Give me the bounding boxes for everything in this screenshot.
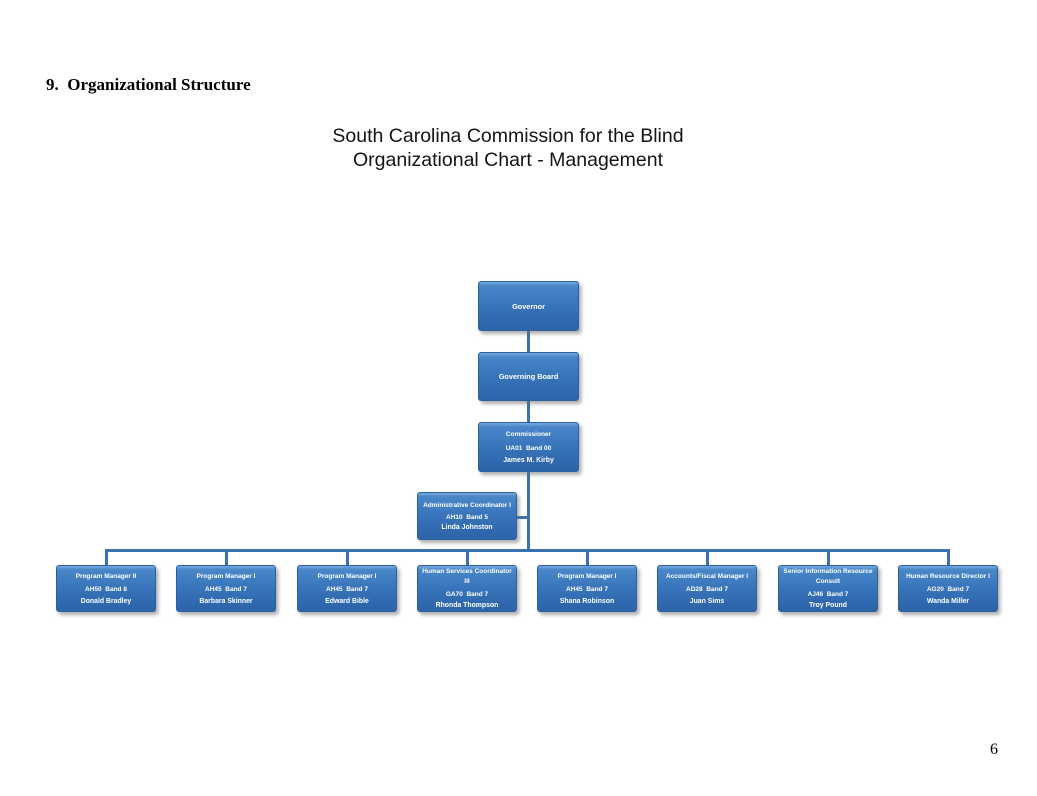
connector-board-commissioner (527, 400, 530, 423)
node-person-name: Barbara Skinner (199, 597, 253, 605)
connector-drop-1 (104, 551, 108, 565)
node-title: Accounts/Fiscal Manager I (666, 573, 748, 580)
node-title: Program Manager I (196, 573, 256, 580)
node-job-code: AJ46 Band 7 (807, 590, 849, 598)
node-person-name: Juan Sims (689, 597, 725, 605)
node-person-name: Linda Johnston (441, 524, 493, 531)
node-person-name: James M. Kirby (503, 457, 554, 464)
connector-horizontal-bus (105, 549, 950, 552)
section-heading: 9. Organizational Structure (46, 75, 251, 94)
node-job-code: AG20 Band 7 (926, 586, 970, 593)
node-report-accounts-fiscal-manager: Accounts/Fiscal Manager I AD28 Band 7 Ju… (657, 565, 757, 612)
node-report-human-services-coordinator: Human Services Coordinator III GA70 Band… (417, 565, 517, 612)
node-admin-coordinator: Administrative Coordinator I AH10 Band 5… (417, 492, 517, 540)
connector-governor-board (527, 330, 530, 353)
node-title: Governor (512, 301, 545, 311)
node-governing-board: Governing Board (478, 352, 579, 401)
connector-drop-4 (465, 551, 469, 565)
node-title: Senior Information Resource Consult (783, 568, 873, 585)
node-job-code: AH45 Band 7 (326, 586, 368, 593)
node-job-code: AD28 Band 7 (686, 586, 728, 593)
node-governor: Governor (478, 281, 579, 331)
node-report-human-resource-director: Human Resource Director I AG20 Band 7 Wa… (898, 565, 998, 612)
node-job-code: AH45 Band 7 (205, 586, 247, 593)
node-job-code: AH45 Band 7 (566, 586, 608, 593)
chart-title-line1: South Carolina Commission for the Blind (332, 125, 684, 147)
node-person-name: Shana Robinson (559, 597, 615, 605)
node-title: Program Manager I (317, 573, 377, 580)
node-job-code: GA70 Band 7 (445, 590, 489, 598)
node-title: Human Resource Director I (906, 573, 990, 580)
chart-title-line2: Organizational Chart - Management (353, 148, 663, 171)
node-title: Administrative Coordinator I (423, 501, 511, 509)
node-job-code: AH50 Band 8 (85, 586, 127, 593)
node-title: Program Manager II (75, 573, 137, 580)
node-title: Program Manager I (557, 573, 617, 580)
node-person-name: Edward Bible (325, 597, 369, 605)
node-report-program-manager-1a: Program Manager I AH45 Band 7 Barbara Sk… (176, 565, 276, 612)
node-title: Commissioner (505, 430, 552, 438)
connector-drop-8 (946, 551, 950, 565)
connector-drop-7 (826, 551, 830, 565)
node-report-program-manager-1b: Program Manager I AH45 Band 7 Edward Bib… (297, 565, 397, 612)
node-report-senior-information-resource: Senior Information Resource Consult AJ46… (778, 565, 878, 612)
node-job-code: AH10 Band 5 (446, 513, 488, 521)
node-commissioner: Commissioner UA01 Band 00 James M. Kirby (478, 422, 579, 472)
node-person-name: Troy Pound (809, 602, 847, 610)
node-person-name: Rhonda Thompson (435, 602, 499, 610)
chart-title: South Carolina Commission for the Blind … (0, 125, 1016, 172)
connector-drop-3 (345, 551, 349, 565)
connector-commissioner-stem (527, 471, 530, 552)
node-title: Governing Board (498, 372, 559, 381)
connector-drop-6 (705, 551, 709, 565)
node-report-program-manager-1c: Program Manager I AH45 Band 7 Shana Robi… (537, 565, 637, 612)
node-job-code: UA01 Band 00 (505, 444, 552, 452)
node-person-name: Donald Bradley (80, 597, 132, 605)
node-title: Human Services Coordinator III (422, 568, 512, 585)
node-report-program-manager-2: Program Manager II AH50 Band 8 Donald Br… (56, 565, 156, 612)
connector-drop-2 (224, 551, 228, 565)
connector-admin-coordinator (516, 516, 528, 519)
connector-drop-5 (585, 551, 589, 565)
node-person-name: Wanda Miller (926, 597, 970, 605)
page-number: 6 (990, 741, 998, 758)
